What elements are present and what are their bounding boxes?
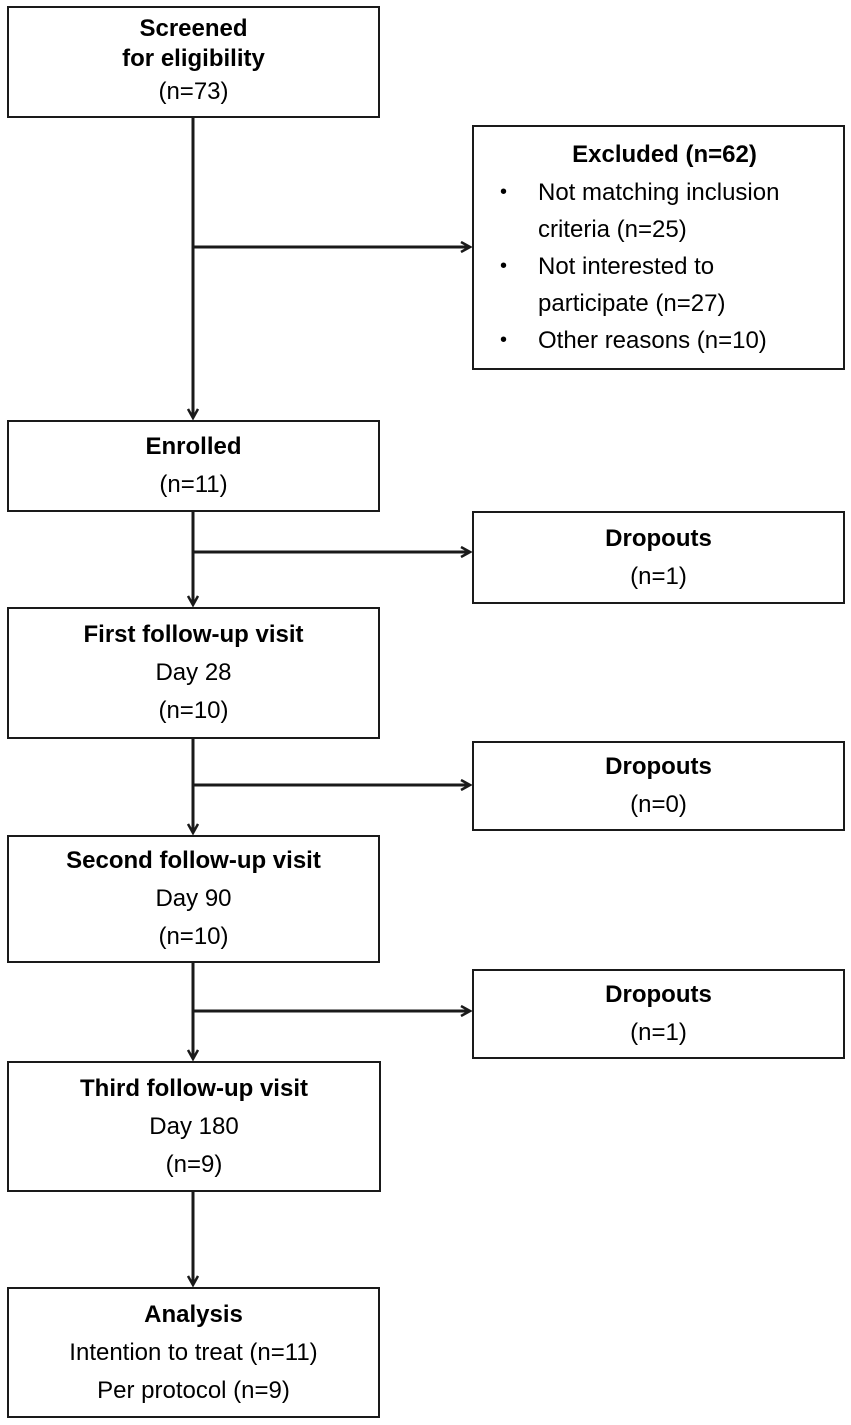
excluded-reason-2-line1: Not interested to [538,253,715,280]
dropouts-3-count: (n=1) [630,1019,687,1046]
excluded-box: Excluded (n=62) Not matching inclusion c… [472,125,845,370]
visit2-day: Day 90 [155,885,232,912]
excluded-reason-1-line2: criteria (n=25) [538,216,687,243]
screened-count: (n=73) [158,78,229,105]
dropouts-1-title: Dropouts [605,524,712,552]
visit3-title: Third follow-up visit [80,1074,308,1102]
visit1-box: First follow-up visit Day 28 (n=10) [7,607,380,739]
screened-title-2: for eligibility [122,45,265,72]
dropouts-2-count: (n=0) [630,791,687,818]
visit2-box: Second follow-up visit Day 90 (n=10) [7,835,380,963]
dropouts-box-2: Dropouts (n=0) [472,741,845,831]
screened-box: Screened for eligibility (n=73) [7,6,380,118]
analysis-title: Analysis [144,1300,243,1328]
visit1-day: Day 28 [155,659,232,686]
excluded-reason-3-line1: Other reasons (n=10) [538,327,767,354]
analysis-itt: Intention to treat (n=11) [69,1338,318,1366]
visit1-count: (n=10) [158,697,229,724]
dropouts-3-title: Dropouts [605,981,712,1008]
visit3-count: (n=9) [165,1150,223,1178]
visit3-box: Third follow-up visit Day 180 (n=9) [7,1061,381,1192]
excluded-reason-2-line2: participate (n=27) [538,290,726,317]
excluded-reasons-list: Not matching inclusion criteria (n=25) N… [486,174,779,359]
screened-title-1: Screened [139,15,248,42]
visit2-count: (n=10) [158,923,229,950]
excluded-reason-1: Not matching inclusion criteria (n=25) [486,174,779,248]
dropouts-box-3: Dropouts (n=1) [472,969,845,1059]
enrolled-box: Enrolled (n=11) [7,420,380,512]
excluded-reason-2: Not interested to participate (n=27) [486,248,779,322]
analysis-pp: Per protocol (n=9) [97,1376,290,1404]
enrolled-count: (n=11) [159,471,228,498]
visit1-title: First follow-up visit [83,621,304,648]
excluded-reason-3: Other reasons (n=10) [486,322,779,359]
excluded-title: Excluded (n=62) [572,141,757,168]
dropouts-2-title: Dropouts [605,753,712,780]
visit2-title: Second follow-up visit [66,847,321,874]
enrolled-title: Enrolled [145,433,242,460]
visit3-day: Day 180 [149,1112,239,1140]
dropouts-box-1: Dropouts (n=1) [472,511,845,604]
analysis-box: Analysis Intention to treat (n=11) Per p… [7,1287,380,1418]
excluded-reason-1-line1: Not matching inclusion [538,179,780,206]
dropouts-1-count: (n=1) [630,562,687,590]
